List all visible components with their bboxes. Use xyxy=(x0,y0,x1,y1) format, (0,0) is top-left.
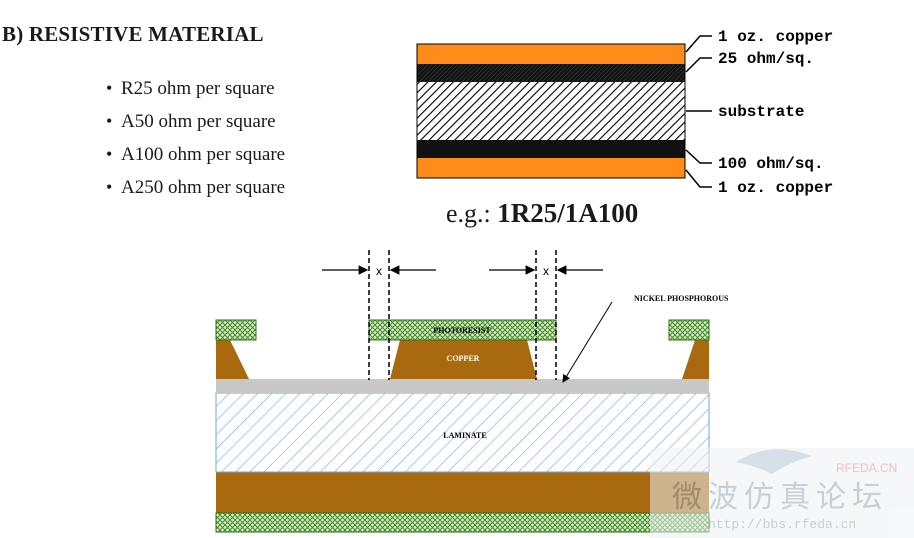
list-item-text: A250 ohm per square xyxy=(121,177,286,198)
list-item-text: R25 ohm per square xyxy=(121,78,275,99)
leader-copper-bottom xyxy=(685,169,712,188)
stack-resistor-25 xyxy=(417,64,685,82)
section-heading: B) RESISTIVE MATERIAL xyxy=(2,22,264,46)
list-item: •A250 ohm per square xyxy=(106,177,286,198)
example-caption: e.g.: 1R25/1A100 xyxy=(446,198,638,229)
list-item: •A50 ohm per square xyxy=(106,111,276,132)
laminate-label: LAMINATE xyxy=(443,431,486,440)
watermark-brand: RFEDA.CN xyxy=(836,461,897,475)
stack-copper-bottom xyxy=(417,158,685,178)
dim-label-x: x xyxy=(376,264,382,278)
nickel-layer xyxy=(216,379,709,393)
copper-right xyxy=(682,340,709,379)
photoresist-left xyxy=(215,319,257,341)
material-list: •R25 ohm per square •A50 ohm per square … xyxy=(106,74,285,206)
wing-logo-icon xyxy=(736,449,812,474)
example-prefix: e.g.: xyxy=(446,199,491,228)
stack-resistor-100 xyxy=(417,140,685,158)
label-resistor-100: 100 ohm/sq. xyxy=(718,155,824,173)
watermark-title: 微波仿真论坛 xyxy=(672,480,888,515)
dim-label-x: x xyxy=(543,264,549,278)
nickel-leader xyxy=(562,301,613,383)
bottom-photoresist xyxy=(215,512,710,533)
label-copper-top: 1 oz. copper xyxy=(718,28,833,46)
watermark: RFEDA.CN 微波仿真论坛 http://bbs.rfeda.cn xyxy=(650,448,914,538)
photoresist-label: PHOTORESIST xyxy=(433,326,491,335)
stack-substrate xyxy=(417,82,685,140)
process-diagram: x x NICKEL PHOSPHOROUS PHOTORESIST COPPE… xyxy=(215,250,729,533)
leader-resistor-25 xyxy=(685,57,712,73)
nickel-label: NICKEL PHOSPHOROUS xyxy=(634,294,729,303)
photoresist-right xyxy=(668,319,710,341)
list-item: •R25 ohm per square xyxy=(106,78,275,99)
laminate-layer xyxy=(215,392,710,473)
stack-copper-top xyxy=(417,44,685,64)
list-item-text: A50 ohm per square xyxy=(121,111,276,132)
leader-copper-top xyxy=(685,35,712,53)
label-copper-bottom: 1 oz. copper xyxy=(718,179,833,197)
copper-left xyxy=(216,340,249,379)
core-copper xyxy=(216,472,709,513)
label-resistor-25: 25 ohm/sq. xyxy=(718,50,814,68)
list-item: •A100 ohm per square xyxy=(106,144,286,165)
label-substrate: substrate xyxy=(718,103,804,121)
copper-center xyxy=(390,340,537,379)
list-item-text: A100 ohm per square xyxy=(121,144,286,165)
watermark-url: http://bbs.rfeda.cn xyxy=(708,517,856,532)
leader-resistor-100 xyxy=(685,149,712,164)
layer-stack: 1 oz. copper 25 ohm/sq. substrate 100 oh… xyxy=(416,28,833,197)
example-value: 1R25/1A100 xyxy=(497,198,639,228)
copper-label: COPPER xyxy=(447,354,480,363)
stack-outline xyxy=(416,43,686,179)
